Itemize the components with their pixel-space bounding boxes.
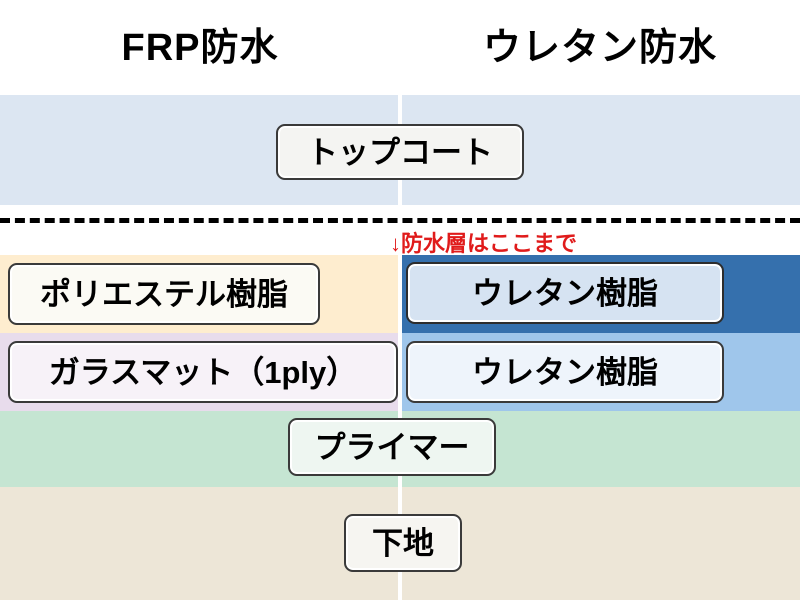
header-column-frp: FRP防水 [0, 0, 400, 95]
label-box-topcoat: トップコート [276, 124, 524, 180]
label-text-urethane-resin-upper: ウレタン樹脂 [472, 275, 658, 311]
header-row: FRP防水 ウレタン防水 [0, 0, 800, 95]
label-text-topcoat: トップコート [307, 134, 493, 170]
label-box-urethane-resin-lower: ウレタン樹脂 [406, 341, 724, 403]
label-text-glass-mat: ガラスマット（1ply） [48, 354, 358, 390]
label-box-glass-mat: ガラスマット（1ply） [8, 341, 398, 403]
label-box-polyester-resin: ポリエステル樹脂 [8, 263, 320, 325]
header-column-urethane: ウレタン防水 [400, 0, 800, 95]
label-text-substrate: 下地 [372, 525, 434, 561]
header-title-frp: FRP防水 [121, 26, 279, 69]
label-text-urethane-resin-lower: ウレタン樹脂 [472, 354, 658, 390]
label-text-polyester-resin: ポリエステル樹脂 [40, 276, 288, 312]
label-box-primer: プライマー [288, 418, 496, 476]
column-divider [398, 88, 402, 600]
label-text-primer: プライマー [314, 429, 470, 465]
label-box-urethane-resin-upper: ウレタン樹脂 [406, 262, 724, 324]
waterproof-boundary-dashed-line [0, 218, 800, 223]
waterproof-boundary-note: ↓防水層はここまで [390, 231, 578, 256]
header-title-urethane: ウレタン防水 [482, 26, 717, 69]
label-box-substrate: 下地 [344, 514, 462, 572]
